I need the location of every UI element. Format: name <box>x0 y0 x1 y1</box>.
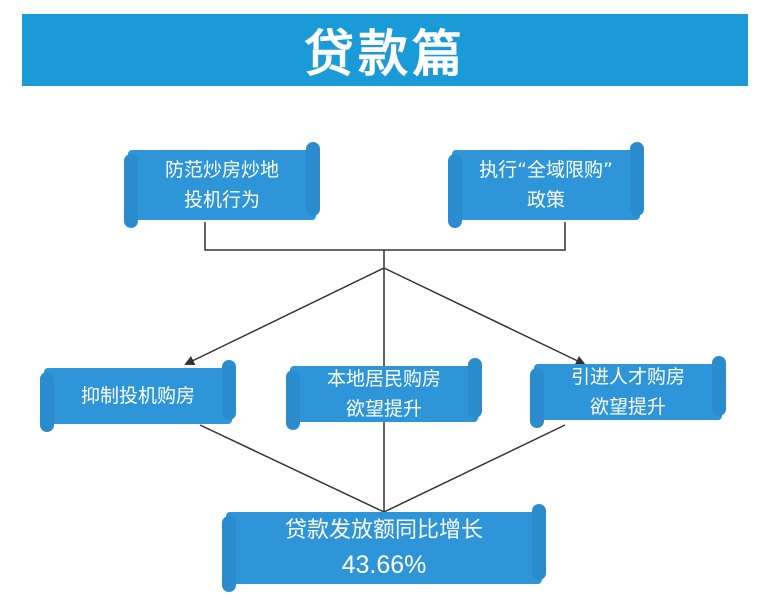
result-box: 贷款发放额同比增长 43.66% <box>222 504 546 592</box>
effect-text-line1: 本地居民购房 <box>326 368 441 390</box>
cause-text-line2: 投机行为 <box>183 189 260 211</box>
cause-text-line2: 政策 <box>526 189 565 211</box>
cause-box-purchase-limit: 执行“全域限购” 政策 <box>448 142 644 228</box>
result-value: 43.66% <box>341 551 427 579</box>
cause-box-speculation: 防范炒房炒地 投机行为 <box>124 142 320 228</box>
effect-box-curb-speculation: 抑制投机购房 <box>40 360 236 432</box>
connector-effect3-result <box>383 424 566 513</box>
effect-box-talent: 引进人才购房 欲望提升 <box>530 356 726 428</box>
effect-text-line1: 引进人才购房 <box>570 366 685 388</box>
connector-cause1 <box>204 222 566 251</box>
result-label: 贷款发放额同比增长 <box>284 518 483 543</box>
cause-text-line1: 执行“全域限购” <box>479 159 613 181</box>
page-title: 贷款篇 <box>304 25 466 83</box>
effect-text-line2: 欲望提升 <box>345 398 422 420</box>
effect-text-line2: 欲望提升 <box>589 396 666 418</box>
arrow-to-effect1 <box>184 267 385 366</box>
effect-box-local-residents: 本地居民购房 欲望提升 <box>286 358 482 430</box>
connector-effect1-result <box>199 424 385 513</box>
title-banner: 贷款篇 <box>22 14 748 86</box>
arrow-to-effect3 <box>383 267 586 366</box>
cause-text-line1: 防范炒房炒地 <box>164 159 279 181</box>
effect-text-line1: 抑制投机购房 <box>80 385 195 407</box>
